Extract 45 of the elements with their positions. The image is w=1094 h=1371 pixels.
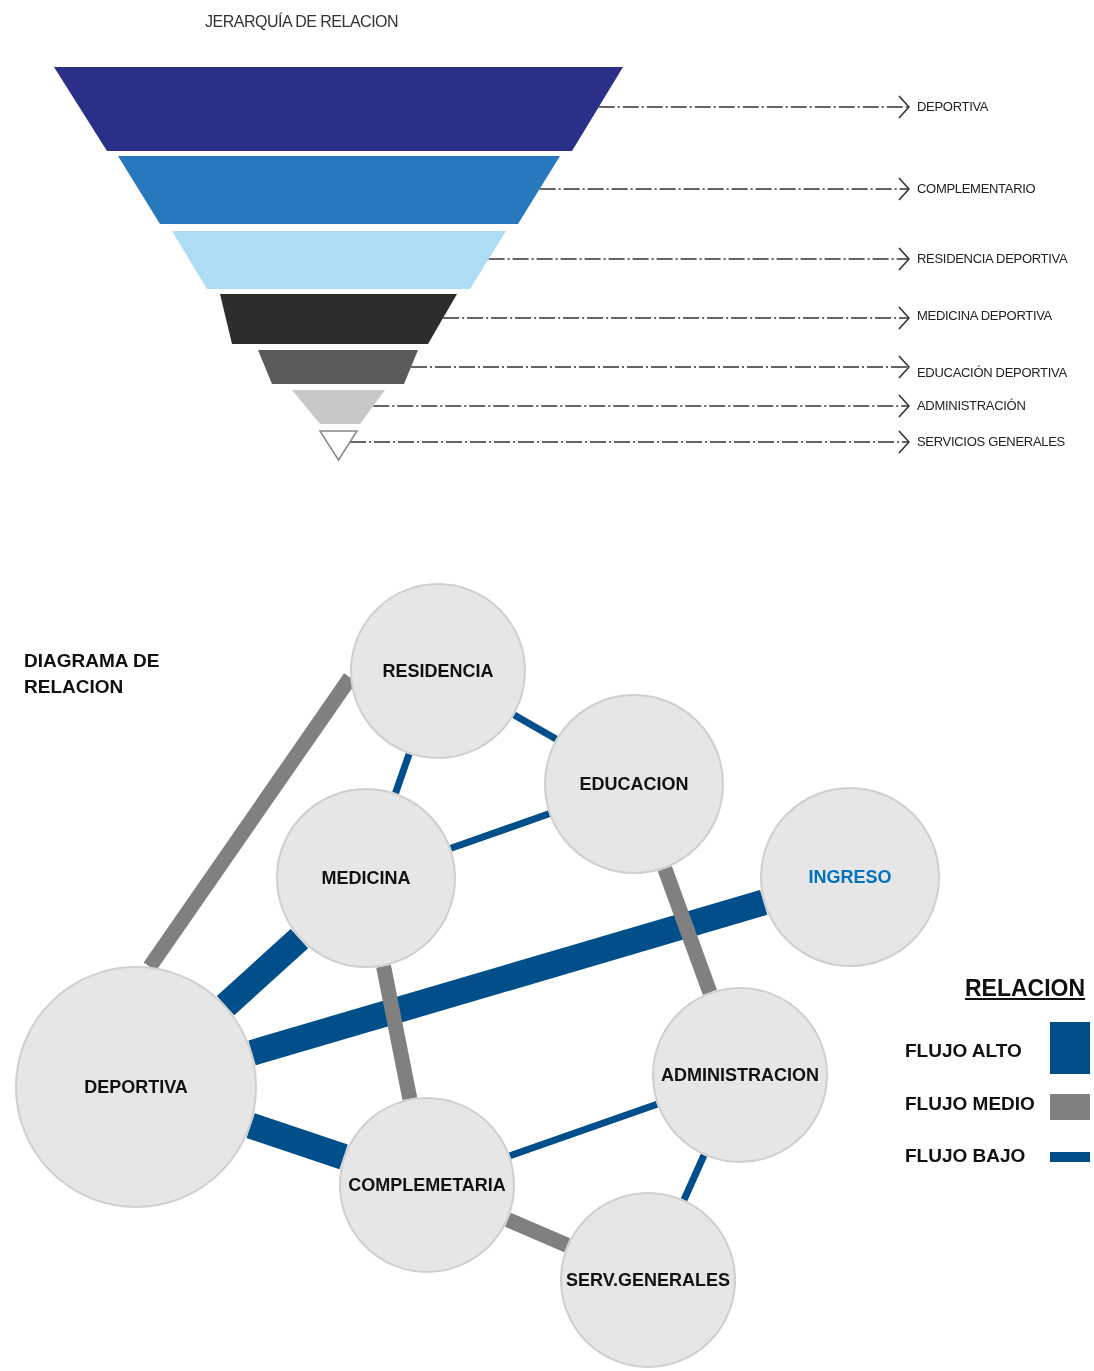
arrow [597,95,910,119]
funnel-layer [258,350,418,384]
category-label: DEPORTIVA [917,99,989,115]
section-heading: DIAGRAMA DE RELACION [24,649,161,699]
legend-label: FLUJO ALTO [905,1040,1022,1062]
connector-line [508,1100,659,1160]
node-label: DEPORTIVA [84,1076,188,1098]
arrow [442,306,910,330]
funnel-layer [220,294,457,344]
connector-line [392,752,413,795]
connector-line [680,1153,708,1202]
funnel-layer [172,231,506,289]
category-label: RESIDENCIA DEPORTIVA [917,251,1068,267]
node-label: INGRESO [808,866,892,888]
connector-line [248,889,768,1066]
connector-line [504,1212,571,1253]
connector-line [657,866,717,995]
category-label: ADMINISTRACIÓN [917,398,1026,414]
arrow [349,430,910,454]
category-label: COMPLEMENTARIO [917,181,1036,197]
connector-line [246,1113,348,1170]
legend-label: FLUJO BAJO [905,1145,1026,1167]
arrow [410,355,910,379]
legend-title: RELACION [965,975,1086,1002]
node-label: ADMINISTRACION [661,1064,819,1086]
category-label: SERVICIOS GENERALES [917,434,1065,450]
node-label: EDUCACION [579,773,689,795]
arrow [538,177,910,201]
funnel-tip [320,431,357,460]
diagram-title: JERARQUÍA DE RELACION [205,13,399,31]
arrow [487,247,910,271]
connector-line [512,711,558,743]
category-label: MEDICINA DEPORTIVA [917,308,1052,324]
node-label: SERV.GENERALES [565,1269,731,1291]
funnel-layer [118,156,560,224]
funnel-layer [54,67,623,151]
connector-line [449,810,551,852]
category-label: EDUCACIÓN DEPORTIVA [917,365,1067,381]
arrow [372,394,910,418]
node-label: RESIDENCIA [382,660,494,682]
connector-line [216,928,309,1016]
legend-label: FLUJO MEDIO [905,1093,1035,1115]
funnel-layer [292,390,385,424]
node-label: MEDICINA [321,867,411,889]
node-label: COMPLEMETARIA [348,1174,506,1196]
